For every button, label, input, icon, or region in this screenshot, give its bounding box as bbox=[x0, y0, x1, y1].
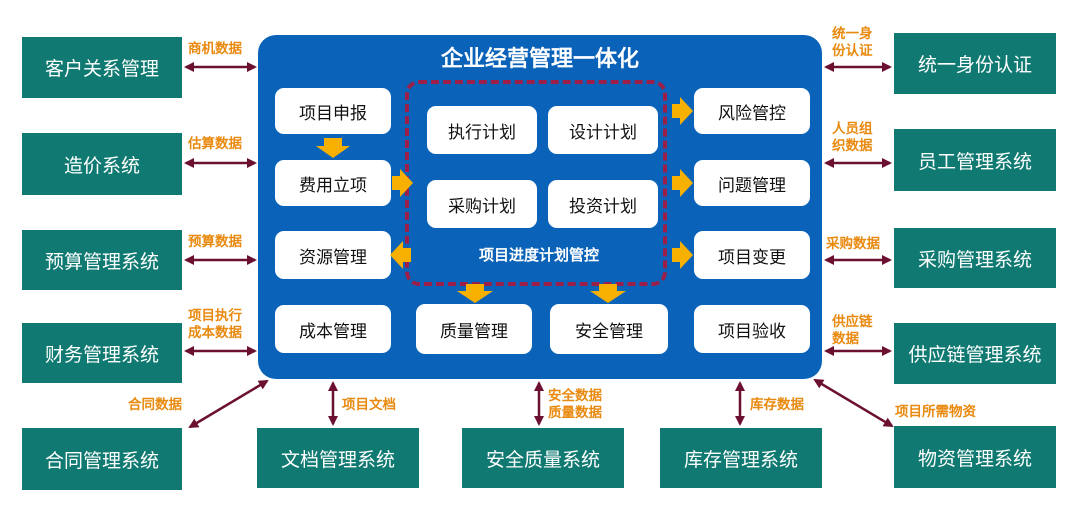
system-document[interactable]: 文档管理系统 bbox=[257, 428, 419, 488]
system-safety-quality[interactable]: 安全质量系统 bbox=[462, 428, 624, 488]
flow-label-pricing: 估算数据 bbox=[188, 136, 242, 152]
arrow-plan-to-resource bbox=[390, 241, 411, 269]
flow-label-document: 项目文档 bbox=[342, 397, 396, 413]
module-resource-mgmt[interactable]: 资源管理 bbox=[275, 231, 391, 279]
flow-label-finance: 项目执行 成本数据 bbox=[188, 308, 242, 341]
flow-label-crm: 商机数据 bbox=[188, 41, 242, 57]
system-purchase[interactable]: 采购管理系统 bbox=[894, 228, 1056, 288]
system-material[interactable]: 物资管理系统 bbox=[894, 426, 1056, 488]
flow-label-material: 项目所需物资 bbox=[895, 404, 976, 420]
flow-label-budget: 预算数据 bbox=[188, 234, 242, 250]
arrow-plan-to-quality bbox=[457, 284, 493, 303]
system-budget[interactable]: 预算管理系统 bbox=[22, 230, 182, 290]
module-safety-mgmt[interactable]: 安全管理 bbox=[550, 304, 668, 354]
module-cost-mgmt[interactable]: 成本管理 bbox=[275, 305, 391, 353]
module-cost-setup[interactable]: 费用立项 bbox=[275, 160, 391, 206]
flow-label-contract: 合同数据 bbox=[128, 397, 182, 413]
connector-material bbox=[813, 378, 894, 428]
module-project-change[interactable]: 项目变更 bbox=[694, 231, 810, 279]
module-issue-mgmt[interactable]: 问题管理 bbox=[694, 160, 810, 206]
system-inventory[interactable]: 库存管理系统 bbox=[660, 428, 822, 488]
arrow-plan-to-safety bbox=[590, 284, 626, 303]
connector-contract bbox=[188, 379, 269, 429]
arrow-plan-to-risk bbox=[672, 97, 693, 125]
system-finance[interactable]: 财务管理系统 bbox=[22, 323, 182, 383]
flow-label-identity: 统一身 份认证 bbox=[832, 26, 873, 59]
flow-label-safety-quality: 安全数据 质量数据 bbox=[548, 388, 602, 421]
system-crm[interactable]: 客户关系管理 bbox=[22, 37, 182, 98]
flow-label-supply-chain: 供应链 数据 bbox=[832, 314, 873, 347]
flow-label-purchase: 采购数据 bbox=[826, 236, 880, 252]
flow-label-staff: 人员组 织数据 bbox=[832, 121, 873, 154]
arrow-cost-to-plan bbox=[392, 169, 413, 197]
arrow-plan-to-issue bbox=[672, 169, 693, 197]
module-quality-mgmt[interactable]: 质量管理 bbox=[416, 304, 532, 354]
module-invest-plan[interactable]: 投资计划 bbox=[548, 180, 658, 228]
module-project-apply[interactable]: 项目申报 bbox=[275, 88, 391, 134]
system-supply-chain[interactable]: 供应链管理系统 bbox=[894, 323, 1056, 384]
module-purchase-plan[interactable]: 采购计划 bbox=[427, 180, 537, 228]
module-design-plan[interactable]: 设计计划 bbox=[548, 106, 658, 154]
module-project-accept[interactable]: 项目验收 bbox=[694, 305, 810, 353]
flow-label-inventory: 库存数据 bbox=[750, 397, 804, 413]
system-staff[interactable]: 员工管理系统 bbox=[894, 129, 1056, 191]
system-pricing[interactable]: 造价系统 bbox=[22, 133, 182, 195]
core-title: 企业经营管理一体化 bbox=[440, 47, 639, 72]
module-risk-ctrl[interactable]: 风险管控 bbox=[694, 88, 810, 134]
module-exec-plan[interactable]: 执行计划 bbox=[427, 106, 537, 154]
arrow-apply-to-cost bbox=[316, 138, 350, 158]
plan-control-label: 项目进度计划管控 bbox=[478, 246, 599, 264]
system-contract[interactable]: 合同管理系统 bbox=[22, 428, 182, 490]
system-identity[interactable]: 统一身份认证 bbox=[894, 33, 1056, 94]
arrow-plan-to-change bbox=[672, 241, 693, 269]
